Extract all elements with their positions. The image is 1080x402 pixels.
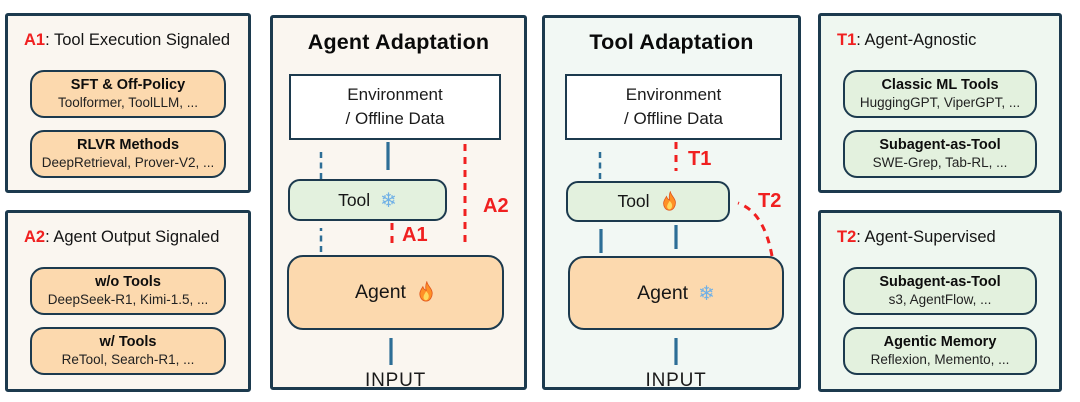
agent-node: Agent: [287, 255, 504, 330]
box-title: Subagent-as-Tool: [879, 274, 1001, 291]
a2-heading-text: : Agent Output Signaled: [45, 228, 220, 246]
box-title: SFT & Off-Policy: [70, 77, 186, 94]
tool-label: Tool: [617, 191, 650, 211]
box-items: DeepSeek-R1, Kimi-1.5, ...: [47, 291, 209, 307]
arrow-label-a2: A2: [483, 195, 509, 217]
environment-box: Environment / Offline Data: [289, 74, 501, 140]
a1-box-rlvr: RLVR Methods DeepRetrieval, Prover-V2, .…: [30, 130, 226, 178]
a2-box-w-tools: w/ Tools ReTool, Search-R1, ...: [30, 327, 226, 375]
t2-box-agentic-memory: Agentic Memory Reflexion, Memento, ...: [843, 327, 1037, 375]
arrow-label-t2: T2: [758, 190, 782, 212]
box-items: Toolformer, ToolLLM, ...: [57, 94, 199, 110]
arrow-label-t1: T1: [688, 148, 712, 170]
panel-t1-heading: T1: Agent-Agnostic: [837, 31, 976, 50]
box-items: SWE-Grep, Tab-RL, ...: [872, 154, 1008, 170]
tool-node: Tool ❄: [288, 179, 447, 221]
tool-label: Tool: [338, 189, 371, 210]
box-title: Subagent-as-Tool: [879, 137, 1001, 154]
environment-label-line2: / Offline Data: [624, 109, 723, 128]
panel-a1: A1: Tool Execution Signaled SFT & Off-Po…: [5, 13, 251, 193]
panel-a2: A2: Agent Output Signaled w/o Tools Deep…: [5, 210, 251, 392]
box-title: w/o Tools: [95, 274, 161, 291]
a2-box-wo-tools: w/o Tools DeepSeek-R1, Kimi-1.5, ...: [30, 267, 226, 315]
box-items: Reflexion, Memento, ...: [870, 351, 1010, 367]
box-items: ReTool, Search-R1, ...: [61, 351, 195, 367]
environment-label-line1: Environment: [347, 85, 443, 105]
tool-adaptation-title: Tool Adaptation: [589, 30, 754, 54]
box-items: HuggingGPT, ViperGPT, ...: [859, 94, 1021, 110]
panel-t2: T2: Agent-Supervised Subagent-as-Tool s3…: [818, 210, 1062, 392]
t1-box-subagent: Subagent-as-Tool SWE-Grep, Tab-RL, ...: [843, 130, 1037, 178]
input-label: INPUT: [645, 370, 707, 391]
environment-label-line2: / Offline Data: [345, 109, 445, 128]
a1-tag: A1: [24, 31, 46, 49]
t1-tag: T1: [837, 31, 857, 49]
box-title: Classic ML Tools: [881, 77, 999, 94]
t1-heading-text: : Agent-Agnostic: [856, 31, 977, 49]
panel-agent-adaptation: Agent Adaptation Environment / Offline D…: [270, 15, 527, 391]
flame-icon: [660, 190, 679, 213]
agent-node: Agent ❄: [568, 256, 784, 330]
t2-box-subagent: Subagent-as-Tool s3, AgentFlow, ...: [843, 267, 1037, 315]
agent-adaptation-title: Agent Adaptation: [307, 30, 490, 54]
box-items: s3, AgentFlow, ...: [888, 291, 992, 307]
environment-label-line1: Environment: [625, 85, 722, 105]
box-title: w/ Tools: [99, 334, 157, 351]
agent-label: Agent: [637, 281, 689, 304]
box-title: RLVR Methods: [76, 137, 180, 154]
input-label: INPUT: [365, 370, 426, 391]
snowflake-icon: ❄: [698, 281, 715, 305]
snowflake-icon: ❄: [380, 188, 397, 212]
panel-t2-heading: T2: Agent-Supervised: [837, 228, 996, 247]
environment-box: Environment / Offline Data: [565, 74, 782, 140]
t2-heading-text: : Agent-Supervised: [856, 228, 996, 246]
arrow-label-a1: A1: [402, 224, 428, 246]
agent-label: Agent: [355, 281, 406, 303]
box-title: Agentic Memory: [883, 334, 997, 351]
panel-a1-heading: A1: Tool Execution Signaled: [24, 31, 230, 50]
panel-t1: T1: Agent-Agnostic Classic ML Tools Hugg…: [818, 13, 1062, 193]
box-items: DeepRetrieval, Prover-V2, ...: [41, 154, 215, 170]
a2-tag: A2: [24, 228, 46, 246]
t2-tag: T2: [837, 228, 857, 246]
a1-box-sft-offpolicy: SFT & Off-Policy Toolformer, ToolLLM, ..…: [30, 70, 226, 118]
a1-heading-text: : Tool Execution Signaled: [45, 31, 231, 49]
panel-a2-heading: A2: Agent Output Signaled: [24, 228, 219, 247]
t1-box-classic-ml: Classic ML Tools HuggingGPT, ViperGPT, .…: [843, 70, 1037, 118]
tool-node: Tool: [566, 181, 730, 222]
flame-icon: [416, 281, 436, 304]
panel-tool-adaptation: Tool Adaptation Environment / Offline Da…: [542, 15, 801, 391]
